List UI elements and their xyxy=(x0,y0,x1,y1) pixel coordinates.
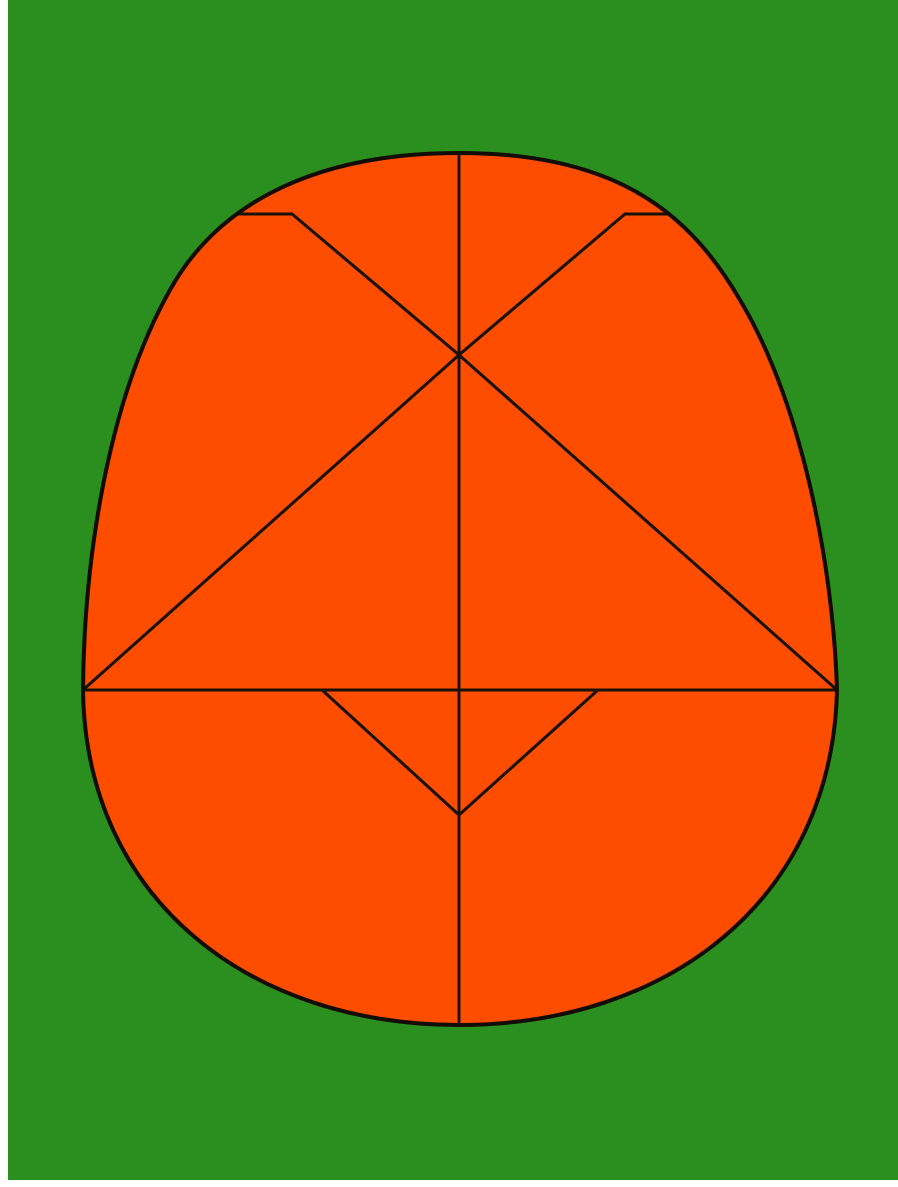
piece-bottom-left-lobe[interactable] xyxy=(0,690,459,1187)
piece-bottom-right-lobe[interactable] xyxy=(459,690,898,1187)
